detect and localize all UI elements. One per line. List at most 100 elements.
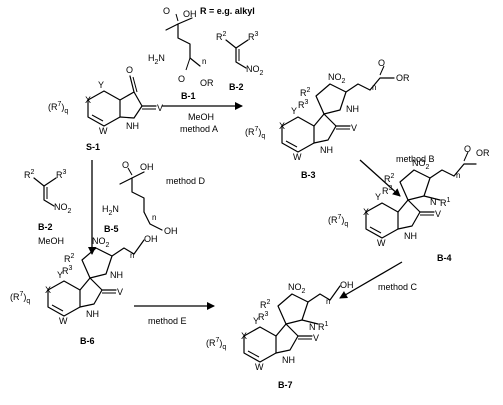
b6-nh: NH bbox=[110, 270, 123, 280]
b1-or: OR bbox=[200, 78, 214, 88]
b2top-r3: R3 bbox=[248, 31, 259, 42]
b4-or: OR bbox=[476, 148, 490, 158]
b6-oh: OH bbox=[144, 234, 158, 244]
b5-h2n: H2N bbox=[102, 204, 119, 217]
b2left-no2: NO2 bbox=[54, 202, 72, 215]
b3-label: B-3 bbox=[301, 170, 316, 180]
method-a-group: MeOH method A bbox=[162, 102, 243, 134]
b7-r1: R1 bbox=[318, 321, 329, 332]
b7-label: B-7 bbox=[278, 380, 293, 390]
s1-nh: NH bbox=[126, 121, 139, 131]
b2top-no2: NO2 bbox=[246, 64, 264, 77]
b1-oh: OH bbox=[183, 9, 197, 19]
b2top-label: B-2 bbox=[229, 82, 244, 92]
b4-v: V bbox=[435, 209, 441, 219]
b7-no2: NO2 bbox=[288, 282, 306, 295]
b6-r7q: (R7)q bbox=[10, 291, 30, 305]
method-c-label: method C bbox=[378, 282, 418, 292]
b4-x: X bbox=[363, 207, 369, 217]
b2left-r3: R3 bbox=[56, 169, 67, 180]
b1-n: n bbox=[202, 57, 206, 66]
b6-v: V bbox=[117, 287, 123, 297]
method-d-group: method D bbox=[88, 160, 206, 255]
b5-label: B-5 bbox=[104, 224, 119, 234]
method-b-group: method B bbox=[359, 154, 435, 197]
b6-r3: R3 bbox=[62, 265, 73, 276]
b6-nh2: NH bbox=[86, 309, 99, 319]
b4-nh: NH bbox=[404, 231, 417, 241]
b4-r1: R1 bbox=[440, 197, 451, 208]
b7-nh: NH bbox=[282, 355, 295, 365]
b1-o: O bbox=[163, 6, 170, 16]
b5-o: O bbox=[122, 160, 129, 170]
b3-v: V bbox=[351, 123, 357, 133]
b6-x: X bbox=[45, 285, 51, 295]
s1-label: S-1 bbox=[86, 142, 100, 152]
b3-x: X bbox=[279, 121, 285, 131]
b4-r3: R3 bbox=[382, 185, 393, 196]
s1-y: Y bbox=[98, 80, 104, 90]
method-e-label: method E bbox=[148, 316, 187, 326]
s1-oxygen: O bbox=[126, 65, 133, 75]
b7-r2: R2 bbox=[260, 299, 271, 310]
b6-w: W bbox=[59, 316, 68, 326]
b2left-r2: R2 bbox=[24, 169, 35, 180]
method-b-arrow bbox=[359, 159, 401, 197]
compound-b3: (R7)q O OR n NO2 R2 R3 NH Y X W NH V B-3 bbox=[245, 58, 410, 180]
b4-o: O bbox=[464, 144, 471, 154]
b3-or: OR bbox=[396, 73, 410, 83]
compound-b2-left: R2 R3 NO2 B-2 MeOH bbox=[24, 169, 72, 246]
b6-y: Y bbox=[57, 270, 63, 280]
compound-b1: OH O H2N n O OR B-1 bbox=[148, 6, 214, 101]
b3-r3: R3 bbox=[298, 99, 309, 110]
method-c-group: method C bbox=[339, 261, 418, 299]
compound-b6: (R7)q OH n NO2 R2 R3 NH Y X W NH V B-6 bbox=[10, 234, 158, 346]
b4-label: B-4 bbox=[437, 253, 452, 263]
b3-r7q: (R7)q bbox=[245, 126, 265, 140]
method-d-label: method D bbox=[166, 176, 206, 186]
b7-r3: R3 bbox=[258, 311, 269, 322]
b6-n: n bbox=[130, 251, 134, 260]
method-b-label: method B bbox=[396, 154, 435, 164]
b4-y: Y bbox=[375, 192, 381, 202]
b3-r2: R2 bbox=[300, 87, 311, 98]
b7-n-ring: N bbox=[309, 322, 316, 332]
b1-label: B-1 bbox=[181, 91, 196, 101]
s1-v: V bbox=[157, 103, 163, 113]
b3-w: W bbox=[293, 152, 302, 162]
meoh-top: MeOH bbox=[188, 112, 214, 122]
b6-label: B-6 bbox=[80, 336, 95, 346]
method-c-arrow bbox=[339, 261, 403, 299]
compound-b4: (R7)q O OR n NO2 R2 R3 N R1 Y X W NH V B… bbox=[328, 144, 490, 263]
r-definition: R = e.g. alkyl bbox=[200, 6, 255, 16]
b2top-r2: R2 bbox=[216, 31, 227, 42]
b6-r2: R2 bbox=[64, 253, 75, 264]
b7-x: X bbox=[241, 331, 247, 341]
b4-w: W bbox=[377, 238, 386, 248]
b5-oh: OH bbox=[140, 162, 154, 172]
b3-nh2: NH bbox=[320, 145, 333, 155]
b7-oh: OH bbox=[340, 280, 354, 290]
s1-r7q: (R7)q bbox=[48, 101, 68, 115]
b3-o: O bbox=[378, 58, 385, 68]
b7-r7q: (R7)q bbox=[206, 337, 226, 351]
b4-n-ring: N bbox=[430, 197, 437, 207]
compound-s1: (R7)q O Y X W NH V S-1 bbox=[48, 65, 163, 152]
b4-r7q: (R7)q bbox=[328, 214, 348, 228]
b6-no2: NO2 bbox=[92, 236, 110, 249]
b3-n: n bbox=[372, 83, 376, 92]
b4-no2: NO2 bbox=[412, 158, 430, 171]
b4-n: n bbox=[456, 171, 460, 180]
b4-r2: R2 bbox=[384, 173, 395, 184]
b7-v: V bbox=[313, 333, 319, 343]
b7-n: n bbox=[326, 297, 330, 306]
s1-x: X bbox=[85, 95, 91, 105]
b7-y: Y bbox=[253, 316, 259, 326]
method-a-label: method A bbox=[180, 124, 218, 134]
compound-b5: OH O H2N n OH B-5 bbox=[102, 160, 178, 236]
method-e-group: method E bbox=[134, 302, 215, 326]
b2left-label: B-2 bbox=[38, 222, 53, 232]
b5-n: n bbox=[152, 213, 156, 222]
